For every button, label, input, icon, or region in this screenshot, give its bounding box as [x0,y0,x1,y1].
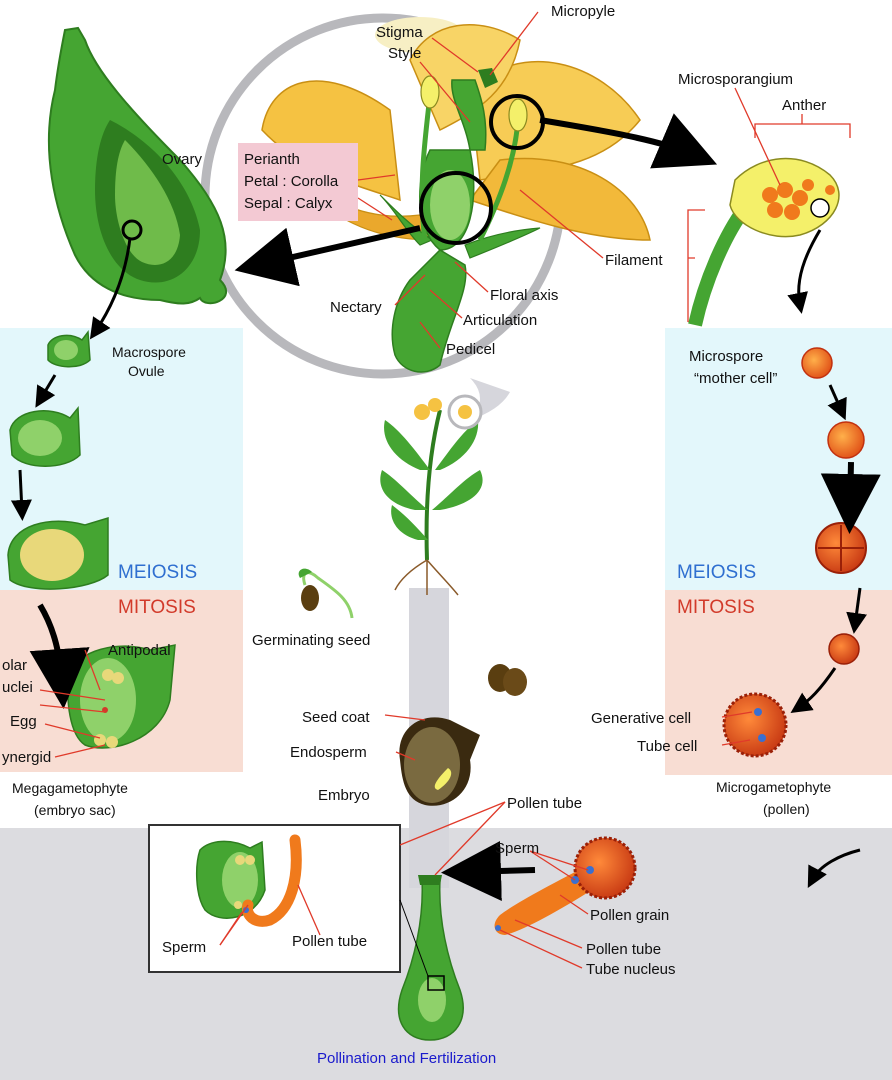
cycle-arrows [10,113,881,901]
label-articulation: Articulation [463,312,537,329]
fertilization-pistil [397,875,464,1041]
label-petal: Petal : Corolla [244,173,339,190]
seed-section-illustration [399,717,480,806]
label-generative-cell: Generative cell [591,710,691,727]
germinating-seed-illustration [298,568,354,619]
label-antipodal: Antipodal [108,642,171,659]
label-mitosis-right: MITOSIS [677,597,755,618]
fertilization-inset [148,824,401,973]
diagram-caption: Pollination and Fertilization [317,1050,496,1067]
label-meiosis-right: MEIOSIS [677,562,756,583]
label-germinating-seed: Germinating seed [252,632,370,649]
label-tube-nucleus: Tube nucleus [586,961,676,978]
label-pollen-tube-inset: Pollen tube [292,933,367,950]
label-ovule: Ovule [128,363,165,379]
label-anther: Anther [782,97,826,114]
label-egg: Egg [10,713,37,730]
label-ovary: Ovary [162,151,203,168]
label-perianth: Perianth [244,151,300,168]
label-stigma: Stigma [376,24,423,41]
label-microgametophyte: Microgametophyte [716,779,831,795]
seeds-illustration [488,664,527,696]
label-pollen-tube-top: Pollen tube [507,795,582,812]
label-megagametophyte: Megagametophyte [12,780,128,796]
label-style: Style [388,45,421,62]
inset-ovule [195,834,302,927]
label-macrospore: Macrospore [112,344,186,360]
label-tube-cell: Tube cell [637,738,697,755]
ovule-sequence [7,329,109,590]
microspore-sequence [722,347,867,758]
label-microsporangium: Microsporangium [678,71,793,88]
label-synergid: ynergid [2,749,51,766]
label-filament: Filament [605,252,663,269]
label-mitosis-left: MITOSIS [118,597,196,618]
label-sepal: Sepal : Calyx [244,195,333,212]
embryo-sac-illustration [67,644,176,749]
ovary-illustration [47,26,228,305]
label-mother-cell: “mother cell” [694,370,777,387]
label-embryo: Embryo [318,787,370,804]
label-microspore: Microspore [689,348,763,365]
label-nuclei: uclei [2,679,33,696]
plant-illustration [380,394,483,596]
label-floral-axis: Floral axis [490,287,558,304]
anther-illustration [688,157,840,327]
label-nectary: Nectary [330,299,382,316]
ovary-zoom-ring [419,171,493,245]
label-seed-coat: Seed coat [302,709,370,726]
label-pedicel: Pedicel [446,341,495,358]
leader-lines [39,11,851,969]
label-sperm-right: Sperm [495,840,539,857]
label-pollen-grain: Pollen grain [590,907,669,924]
label-pollen-tube-right: Pollen tube [586,941,661,958]
label-sperm-inset: Sperm [162,939,206,956]
label-endosperm: Endosperm [290,744,367,761]
labels: Micropyle Stigma Style Microsporangium A… [2,3,831,1067]
label-embryo-sac: (embryo sac) [34,802,116,818]
perianth-box [238,143,358,221]
label-polar: olar [2,657,27,674]
label-micropyle: Micropyle [551,3,615,20]
label-meiosis-left: MEIOSIS [118,562,197,583]
label-pollen: (pollen) [763,801,810,817]
